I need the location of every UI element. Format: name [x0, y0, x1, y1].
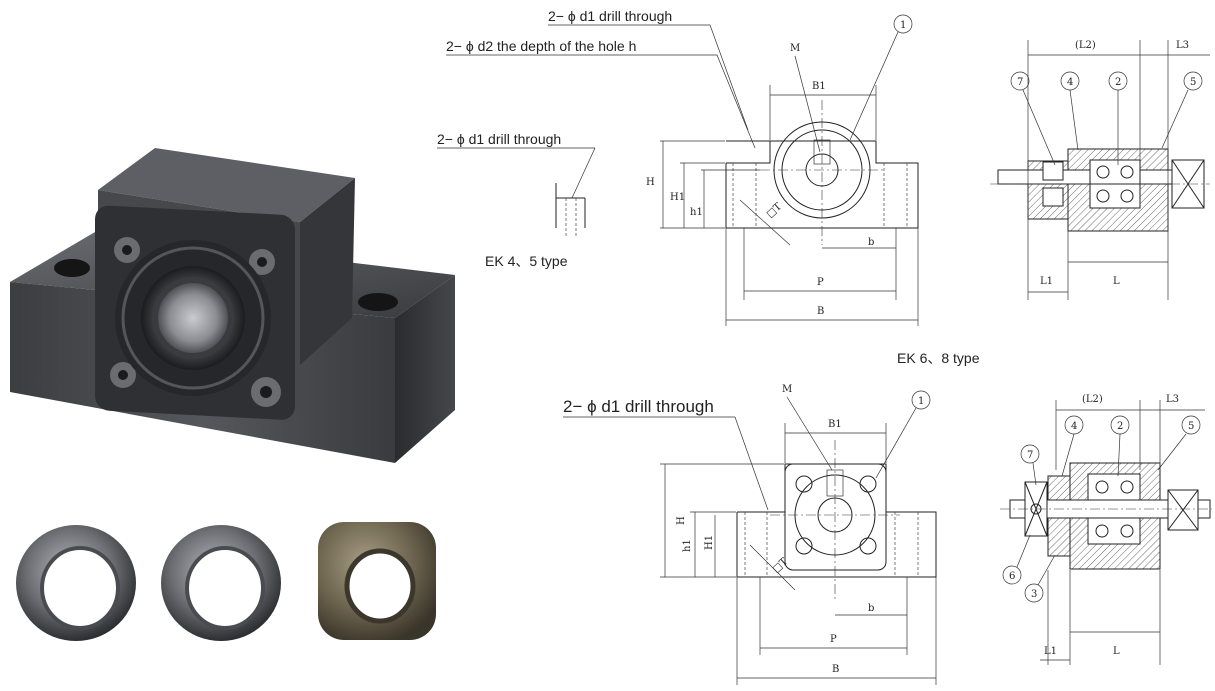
ek45-type-label: EK 4、5 type: [485, 253, 568, 269]
callout-4-bottom: 4: [1071, 421, 1077, 432]
dim-l1-top: L1: [1040, 276, 1053, 287]
dim-h-top: H: [646, 177, 655, 188]
ek45-hole-section: 2− ϕ d1 drill through EK 4、5 type: [437, 131, 596, 269]
dim-l-bottom: L: [1113, 646, 1120, 657]
dim-l2-top: (L2): [1075, 40, 1096, 51]
dim-b-small-bottom: b: [868, 603, 874, 614]
callout-5-top: 5: [1190, 77, 1196, 88]
ek45-front-view: B1 M H H1 h1 □T b P B 1: [646, 14, 919, 326]
ek68-section-view: (L2) L3 L1 L 7 4 2 5 6 3: [1000, 394, 1212, 665]
dim-b1-bottom: B1: [828, 419, 842, 430]
callout-3-bottom: 3: [1031, 589, 1037, 600]
dim-b-small-top: b: [868, 237, 874, 248]
dim-h1small-top: h1: [690, 207, 703, 218]
top-depth-leader: [700, 54, 756, 149]
callout-5-bottom: 5: [1188, 421, 1194, 432]
dim-b-top: B: [817, 306, 824, 317]
ek45-section-view: (L2) L3 L1 L 7 4 2 5: [990, 40, 1210, 300]
dim-l1-bottom: L1: [1044, 646, 1057, 657]
dim-t-bottom: □T: [771, 556, 791, 575]
dim-l-top: L: [1113, 276, 1120, 287]
small-drill-through-label: 2− ϕ d1 drill through: [437, 131, 561, 147]
callout-7-bottom: 7: [1027, 450, 1033, 461]
top-hole-depth-label: 2− ϕ d2 the depth of the hole h: [446, 38, 636, 54]
top-drill-through-label: 2− ϕ d1 drill through: [548, 8, 672, 24]
callout-1-top: 1: [900, 20, 906, 31]
callout-7-top: 7: [1017, 77, 1023, 88]
dim-h-bottom: H: [676, 516, 687, 525]
ek68-type-label: EK 6、8 type: [897, 350, 980, 366]
dim-h1-top: H1: [670, 192, 685, 203]
dim-b-bottom: B: [832, 664, 839, 675]
lock-nut-photo: [318, 522, 436, 640]
spacer-ring-middle-photo: [161, 525, 281, 641]
dim-p-bottom: P: [830, 634, 837, 645]
support-unit-photo: [10, 148, 455, 463]
dim-h1-bottom: H1: [704, 535, 715, 550]
dim-m-top: M: [790, 43, 800, 54]
callout-1-bottom: 1: [918, 396, 924, 407]
screw-icons: [110, 237, 281, 407]
dim-l3-bottom: L3: [1166, 394, 1179, 405]
callout-4-top: 4: [1067, 77, 1073, 88]
callout-6-bottom: 6: [1009, 571, 1015, 582]
ek68-front-view: 2− ϕ d1 drill through B1 M H h1 H1 □T b …: [563, 384, 937, 685]
dim-p-top: P: [817, 277, 824, 288]
callout-2-top: 2: [1115, 77, 1121, 88]
dim-t-top: □T: [765, 201, 785, 220]
callout-2-bottom: 2: [1117, 421, 1123, 432]
spacer-ring-left-photo: [16, 525, 136, 641]
dim-l2-bottom: (L2): [1082, 394, 1103, 405]
dim-m-bottom: M: [782, 384, 792, 395]
dim-l3-top: L3: [1176, 40, 1189, 51]
dim-h1small-bottom: h1: [682, 539, 693, 552]
bottom-drill-through-label: 2− ϕ d1 drill through: [563, 397, 714, 416]
dim-b1-top: B1: [812, 81, 826, 92]
top-drill-leader-tail: [695, 24, 749, 131]
